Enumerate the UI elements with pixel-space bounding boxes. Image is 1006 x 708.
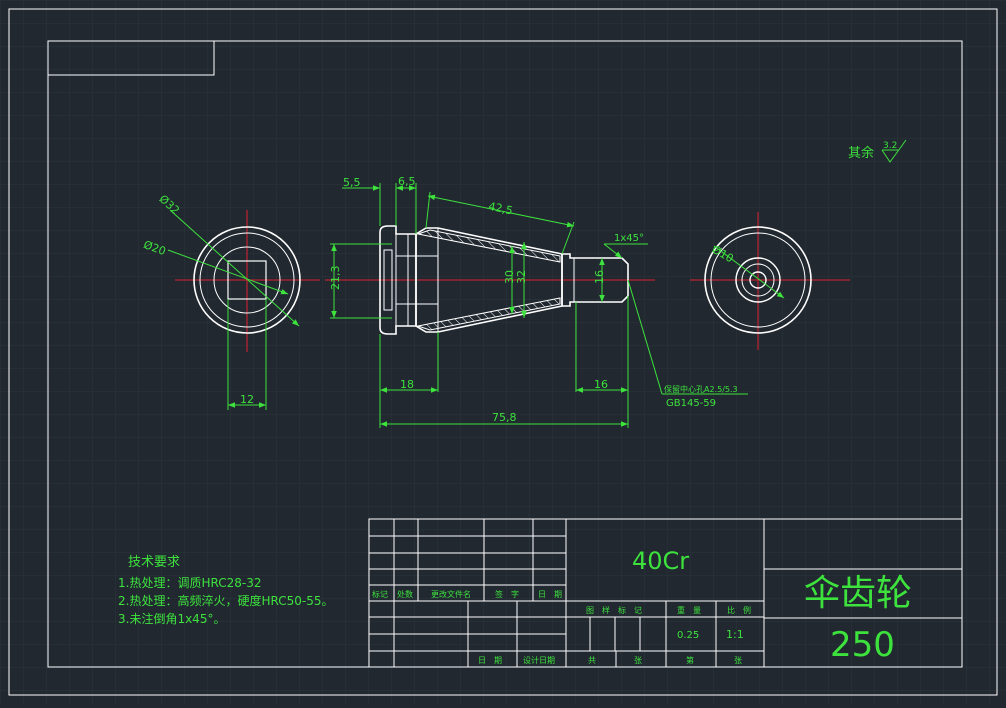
tech-title: 技术要求 — [128, 555, 180, 570]
header-scale: 比 例 — [727, 605, 751, 615]
ext-42-5-a — [425, 191, 431, 229]
bottom-sheet-no: 第 — [686, 655, 694, 665]
dim-12: 12 — [240, 393, 254, 406]
chamfer-arrow — [603, 243, 623, 259]
center-hole-standard: GB145-59 — [666, 398, 716, 409]
weight-value: 0.25 — [677, 630, 699, 641]
surface-finish-label: 其余 — [848, 145, 874, 161]
scale-value: 1:1 — [726, 628, 744, 641]
right-ring — [710, 232, 806, 328]
right-hub-inner — [741, 263, 775, 297]
dim-5-5: 5,5 — [343, 176, 361, 189]
dim-18: 18 — [400, 378, 414, 391]
roughness-symbol — [881, 139, 907, 163]
surface-finish-value: 3.2 — [883, 141, 897, 151]
header-drawing-mark: 图 样 标 记 — [586, 605, 642, 615]
dim-16v: 16 — [593, 270, 606, 284]
outer-circle — [193, 226, 301, 334]
dim-42-5: 42,5 — [487, 200, 514, 218]
title-block[interactable] — [368, 518, 963, 668]
section-view[interactable]: 5,5 6,5 42,5 21,3 30 32 16 1x45° 18 1 — [325, 175, 748, 428]
bottom-row: 日 期 设计日期 共 张 第 张 — [478, 655, 742, 665]
dim-21-3: 21,3 — [329, 266, 342, 291]
tech-item-3: 3.未注倒角1x45°。 — [118, 611, 225, 626]
dim-chamfer: 1x45° — [614, 233, 644, 244]
part-name: 伞齿轮 — [804, 573, 912, 614]
tech-item-2: 2.热处理：高频淬火，硬度HRC50-55。 — [118, 593, 333, 608]
left-end-view[interactable]: Ø32 Ø20 12 — [142, 192, 320, 410]
bore-circle — [213, 246, 281, 314]
bottom-design-date: 设计日期 — [523, 655, 555, 665]
dim-6-5: 6,5 — [398, 175, 416, 188]
right-hole — [749, 271, 767, 289]
flange-bore — [383, 249, 393, 311]
dim-30: 30 — [503, 270, 516, 284]
right-hub — [735, 257, 781, 303]
d10-leader — [713, 245, 785, 299]
rev-header-sign: 签 字 — [495, 589, 519, 599]
d32-leader — [169, 209, 300, 327]
tech-item-1: 1.热处理：调质HRC28-32 — [118, 576, 261, 590]
drawing-number: 250 — [830, 625, 895, 665]
bottom-total: 共 — [588, 656, 596, 665]
bottom-date: 日 期 — [478, 656, 502, 665]
surface-finish-note[interactable]: 其余 3.2 — [848, 139, 907, 163]
dim-32b: 32 — [515, 270, 528, 284]
revision-headers: 标记 处数 更改文件名 签 字 日 期 — [372, 589, 562, 599]
material: 40Cr — [632, 547, 689, 575]
center-hole-leader — [627, 279, 663, 395]
dim-16h: 16 — [594, 378, 608, 391]
header-weight: 重 量 — [677, 605, 701, 615]
ext-42-5-b — [561, 221, 575, 255]
rev-header-count: 处数 — [397, 589, 413, 599]
inner-circle — [199, 232, 295, 328]
dim-75-8: 75,8 — [492, 411, 517, 424]
rev-header-mark: 标记 — [372, 589, 388, 599]
rev-header-date: 日 期 — [538, 590, 562, 599]
mid-headers: 图 样 标 记 重 量 比 例 — [586, 605, 751, 615]
bottom-sheets-b: 张 — [734, 656, 742, 665]
d20-leader — [167, 249, 289, 295]
right-outer — [704, 226, 812, 334]
technical-requirements[interactable]: 技术要求 1.热处理：调质HRC28-32 2.热处理：高频淬火，硬度HRC50… — [118, 555, 333, 626]
square-hole — [227, 260, 267, 300]
dim-line-42-5 — [427, 194, 575, 228]
center-hole-spec: 保留中心孔A2.5/5.3 — [664, 384, 738, 394]
rev-header-file: 更改文件名 — [431, 589, 471, 599]
bottom-sheets-a: 张 — [634, 656, 642, 665]
